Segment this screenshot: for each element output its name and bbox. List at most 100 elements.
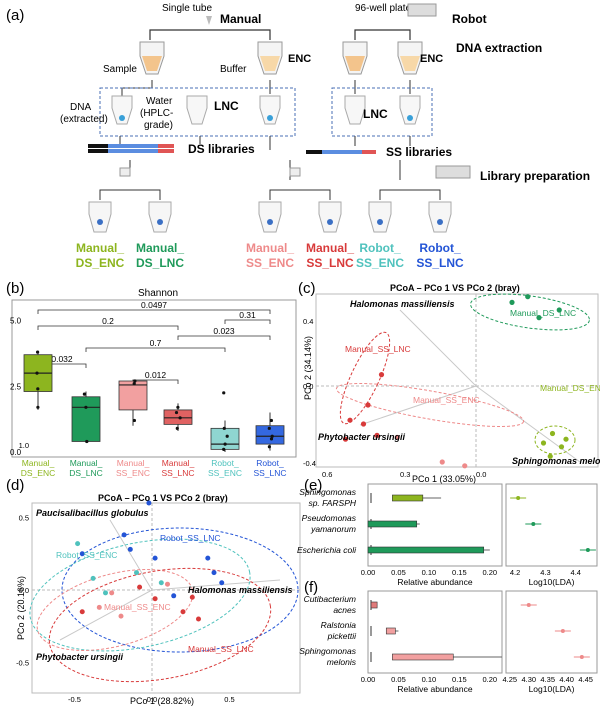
p-value-label: 0.7 bbox=[150, 338, 162, 348]
pcoa-point bbox=[196, 616, 201, 622]
ellipse-manual-ss-lnc bbox=[339, 331, 391, 425]
species-label: Escherichia coli bbox=[297, 545, 357, 555]
ellipse-manual-ss-enc bbox=[36, 569, 194, 651]
x-tick-label: 0.05 bbox=[391, 675, 406, 684]
series-label: Manual_SS_ENC bbox=[413, 395, 480, 405]
final-tube-dna bbox=[97, 219, 103, 225]
y-tick-label: 0.0 bbox=[303, 382, 313, 391]
final-tubes bbox=[88, 201, 452, 233]
y-tick-label: 5.0 bbox=[10, 317, 22, 326]
lda-tick-label: 4.45 bbox=[578, 675, 593, 684]
lda-tick-label: 4.25 bbox=[502, 675, 517, 684]
pcoa-point bbox=[360, 421, 367, 427]
lnc-label-robot: LNC bbox=[363, 107, 388, 121]
pcoa-point bbox=[109, 590, 115, 596]
pcoa-point bbox=[556, 307, 562, 313]
manual-branch-arrow bbox=[149, 29, 271, 40]
box-point bbox=[269, 418, 273, 423]
sample-label: Sample bbox=[103, 64, 137, 75]
final-tube bbox=[428, 201, 452, 233]
y-tick-label: -0.4 bbox=[303, 459, 316, 468]
group-label-line2: SS_ENC bbox=[246, 256, 294, 270]
x-axis-label: PCo 1 (33.05%) bbox=[412, 474, 476, 484]
x-tick-label: 0.0 bbox=[476, 470, 486, 479]
comparison-bracket bbox=[177, 335, 271, 340]
group-label-line1: Robot_ bbox=[359, 241, 401, 255]
comparison-bracket bbox=[37, 325, 179, 330]
group-label-line1: Manual_ bbox=[76, 241, 124, 255]
series-label: Robot_SS_ENC bbox=[56, 550, 117, 560]
x-axis-label: Relative abundance bbox=[397, 684, 472, 694]
robot-branch-arrow bbox=[354, 29, 411, 40]
y-tick-label: -0.5 bbox=[16, 659, 29, 668]
lda-axis-label: Log10(LDA) bbox=[529, 684, 575, 694]
category-label-line1: Robot_ bbox=[211, 458, 239, 468]
panel-c-text: Manual_DS_LNCManual_SS_LNCManual_SS_ENCM… bbox=[303, 299, 600, 484]
x-tick-label: 0.20 bbox=[483, 675, 498, 684]
ellipse-manual-ss-enc bbox=[335, 383, 525, 427]
panel-a: (a) Single tube Manual 96-well plate Rob… bbox=[6, 3, 590, 270]
category-label-line2: SS_LNC bbox=[253, 468, 286, 478]
box-point bbox=[267, 426, 271, 430]
pcoa-point bbox=[146, 500, 152, 506]
ds-libraries-label: DS libraries bbox=[188, 142, 255, 156]
y-tick-label: 2.5 bbox=[10, 382, 22, 391]
box-point bbox=[35, 371, 39, 375]
x-tick-label: -0.5 bbox=[68, 695, 81, 704]
x-tick-label: 0.15 bbox=[452, 568, 467, 577]
y-tick-label: 0.0 bbox=[10, 448, 22, 457]
box-iqr bbox=[118, 380, 148, 411]
panel-f-label: (f) bbox=[304, 579, 318, 596]
x-tick-label: 0.05 bbox=[391, 568, 406, 577]
water-grade-label: grade) bbox=[144, 120, 173, 131]
box-point bbox=[176, 405, 180, 409]
y-tick-label: 1.0 bbox=[19, 441, 29, 450]
box-point bbox=[223, 442, 227, 446]
pcoa-point bbox=[79, 609, 85, 615]
comparison-bracket bbox=[37, 309, 271, 314]
species-phytobacter: Phytobacter ursingii bbox=[318, 432, 406, 442]
pcoa-point bbox=[205, 555, 211, 561]
abundance-box bbox=[392, 494, 424, 502]
x-tick-label: 0.3 bbox=[400, 470, 410, 479]
species-label-line2: melonis bbox=[327, 657, 357, 667]
box-point bbox=[133, 379, 137, 383]
y-axis-label: PCo 2 (34.14%) bbox=[303, 336, 313, 400]
box-point bbox=[85, 439, 89, 444]
pcoa-point bbox=[374, 432, 380, 438]
pcoa-point bbox=[152, 555, 158, 561]
ss-robot-tree bbox=[379, 160, 441, 200]
x-tick-label: 0.20 bbox=[483, 568, 498, 577]
abundance-box bbox=[367, 520, 418, 528]
water-label: Water bbox=[146, 96, 173, 107]
x-tick-label: 0.10 bbox=[422, 568, 437, 577]
pcoa-point bbox=[118, 613, 124, 619]
category-label-line1: Manual_ bbox=[117, 458, 150, 468]
box-point bbox=[222, 426, 226, 430]
x-axis-label: PCo 1 (28.82%) bbox=[130, 696, 194, 706]
category-label-line2: DS_ENC bbox=[21, 468, 55, 478]
single-tube-icon bbox=[206, 16, 212, 25]
dna-extraction-label: DNA extraction bbox=[456, 41, 542, 55]
final-tube-dna bbox=[267, 219, 273, 225]
category-label-line2: SS_ENC bbox=[116, 468, 150, 478]
enc-label-robot: ENC bbox=[420, 53, 443, 65]
pcoa-point bbox=[536, 315, 542, 321]
ss-library-strip bbox=[306, 150, 376, 154]
lnc-tubes bbox=[111, 95, 421, 125]
p-value-label: 0.31 bbox=[239, 310, 256, 320]
box-point bbox=[178, 416, 182, 420]
final-tube bbox=[318, 201, 342, 233]
panel-d-ellipses bbox=[29, 527, 299, 683]
abundance-box bbox=[370, 601, 378, 609]
group-label-line1: Manual_ bbox=[136, 241, 184, 255]
manual-label: Manual bbox=[220, 12, 261, 26]
group-label-line2: SS_LNC bbox=[306, 256, 354, 270]
category-label-line2: SS_ENC bbox=[208, 468, 242, 478]
comparison-bracket bbox=[85, 347, 226, 352]
dna-label: DNA bbox=[70, 102, 91, 113]
